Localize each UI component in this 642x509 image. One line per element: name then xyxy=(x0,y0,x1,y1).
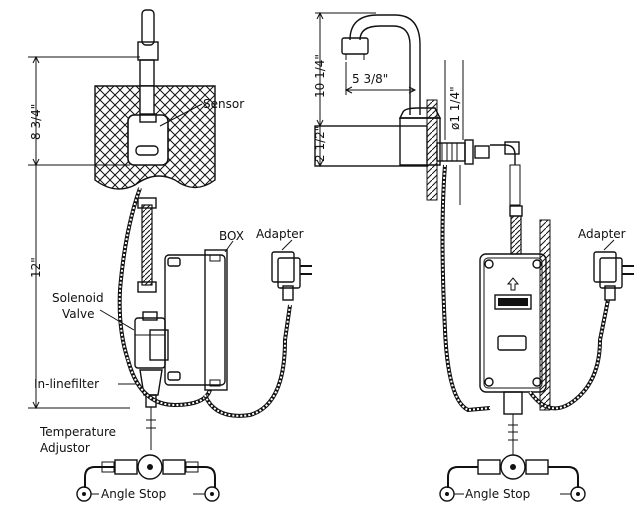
left-adapter xyxy=(271,251,312,301)
left-front-view: Sensor 8 3/4" 12" xyxy=(28,9,312,502)
left-temp-stem xyxy=(146,407,156,450)
dim-diameter xyxy=(444,60,464,205)
right-mixing-assembly xyxy=(439,454,586,502)
left-adapter-label: Adapter xyxy=(256,227,304,241)
solenoid-valve xyxy=(134,311,169,369)
right-adapter-label: Adapter xyxy=(578,227,626,241)
left-mixing-assembly xyxy=(76,454,220,502)
dim-reach xyxy=(344,62,417,95)
left-spout xyxy=(137,9,159,87)
dim-base-label: 2 1/2" xyxy=(313,126,327,162)
sensor-label: Sensor xyxy=(203,97,244,111)
left-supply-hose xyxy=(137,197,157,293)
dim-base xyxy=(316,126,324,168)
dim-diameter-label: ø1 1/4" xyxy=(448,86,462,130)
dim-reach-label: 5 3/8" xyxy=(352,72,388,86)
left-wall-block xyxy=(94,85,216,190)
right-adapter xyxy=(593,251,634,301)
dim-side-label: 12" xyxy=(29,257,43,278)
dim-top-label: 8 3/4" xyxy=(29,104,43,140)
box-label: BOX xyxy=(219,229,244,243)
dim-height-label: 10 1/4" xyxy=(313,54,327,98)
right-side-view: 10 1/4" 2 1/2" 5 3/8" ø1 1/4" xyxy=(313,11,634,502)
threaded-shank xyxy=(436,139,521,206)
dim-side-left xyxy=(28,165,130,410)
right-control-box xyxy=(479,253,547,393)
gooseneck-spout xyxy=(341,14,421,115)
solenoid-label-1: Solenoid xyxy=(52,291,104,305)
left-angle-stop-label: Angle Stop xyxy=(101,487,166,501)
solenoid-label-2: Valve xyxy=(62,307,94,321)
right-angle-stop-label: Angle Stop xyxy=(465,487,530,501)
control-box xyxy=(164,249,228,391)
right-valve xyxy=(503,391,523,455)
inline-filter-label: In-linefilter xyxy=(34,377,99,391)
sensor-leader xyxy=(159,103,203,127)
temp-label-2: Adjustor xyxy=(40,441,90,455)
right-supply-hose xyxy=(509,205,523,255)
temp-label-1: Temperature xyxy=(39,425,116,439)
